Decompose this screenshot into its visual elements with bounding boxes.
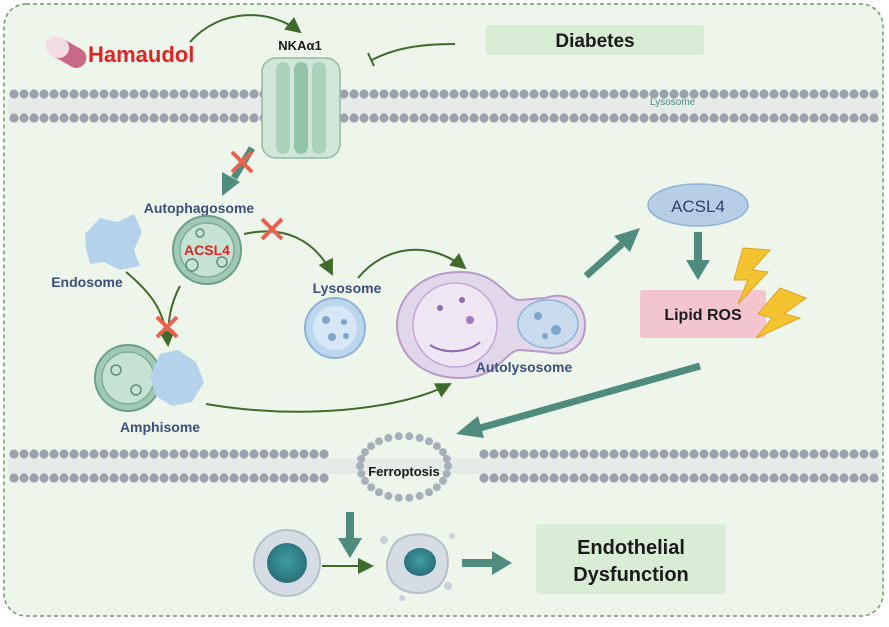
autophagosome-icon: [172, 215, 242, 285]
healthy-cell-icon: [253, 529, 321, 597]
acsl4-label: ACSL4: [671, 197, 725, 216]
autolysosome-to-acsl4-arrow: [583, 228, 640, 279]
hamaudol-to-nka-arrow: [189, 14, 302, 43]
autophagosome-to-lysosome-arrow: [243, 230, 333, 276]
acsl4-to-lipid-ros-arrow: [686, 232, 710, 280]
diabetes-inhibit-line: [371, 43, 456, 61]
endothelial-dysfunction-box: [536, 524, 726, 594]
nka-channel-icon: [261, 57, 341, 159]
hamaudol-label: Hamaudol: [88, 42, 194, 67]
nka-label: NKAα1: [278, 38, 321, 53]
diabetes-label: Diabetes: [555, 31, 634, 52]
amphisome-label: Amphisome: [120, 419, 200, 435]
cell-membrane-top: [8, 89, 881, 123]
lipid-ros-box: [640, 290, 766, 338]
autolysosome-label: Autolysosome: [476, 359, 573, 375]
lipid-ros-label: Lipid ROS: [664, 307, 742, 324]
ferroptosis-pore: [356, 432, 452, 502]
block-x-icon: [230, 150, 254, 174]
acsl4-oval: [647, 183, 749, 227]
dying-cell-icon: [380, 533, 455, 601]
lightning-icon: [733, 247, 772, 305]
lysosome-watermark: Lysosome: [650, 97, 696, 108]
endothelial-label-line1: Endothelial: [577, 537, 685, 559]
lysosome-to-autolysosome-arrow: [357, 248, 467, 279]
amphisome-to-autolysosome-arrow: [205, 383, 452, 413]
lysosome-label: Lysosome: [313, 280, 382, 296]
autophagosome-to-amphisome-arrow: [167, 285, 181, 346]
ferroptosis-label: Ferroptosis: [368, 464, 440, 479]
endosome-label: Endosome: [51, 274, 123, 290]
endosome-to-amphisome-arrow: [125, 271, 175, 347]
lightning-icon-2: [755, 287, 808, 339]
acsl4-inner-label: ACSL4: [184, 242, 230, 258]
block-x-icon-lysosome: [260, 217, 284, 241]
autolysosome-icon: [395, 270, 587, 380]
lipid-ros-to-ferroptosis-arrow: [456, 362, 701, 438]
endothelial-label-line2: Dysfunction: [573, 564, 689, 586]
autophagosome-label: Autophagosome: [144, 200, 255, 216]
to-dysfunction-arrow: [462, 551, 512, 575]
amphisome-icon: [94, 344, 204, 412]
block-x-icon-amphisome: [155, 315, 179, 339]
ferroptosis-down-arrow: [338, 512, 362, 558]
diabetes-box: [486, 25, 704, 55]
lysosome-icon: [304, 297, 366, 359]
hamaudol-pill-icon: [45, 36, 87, 68]
endosome-icon: [85, 214, 142, 270]
